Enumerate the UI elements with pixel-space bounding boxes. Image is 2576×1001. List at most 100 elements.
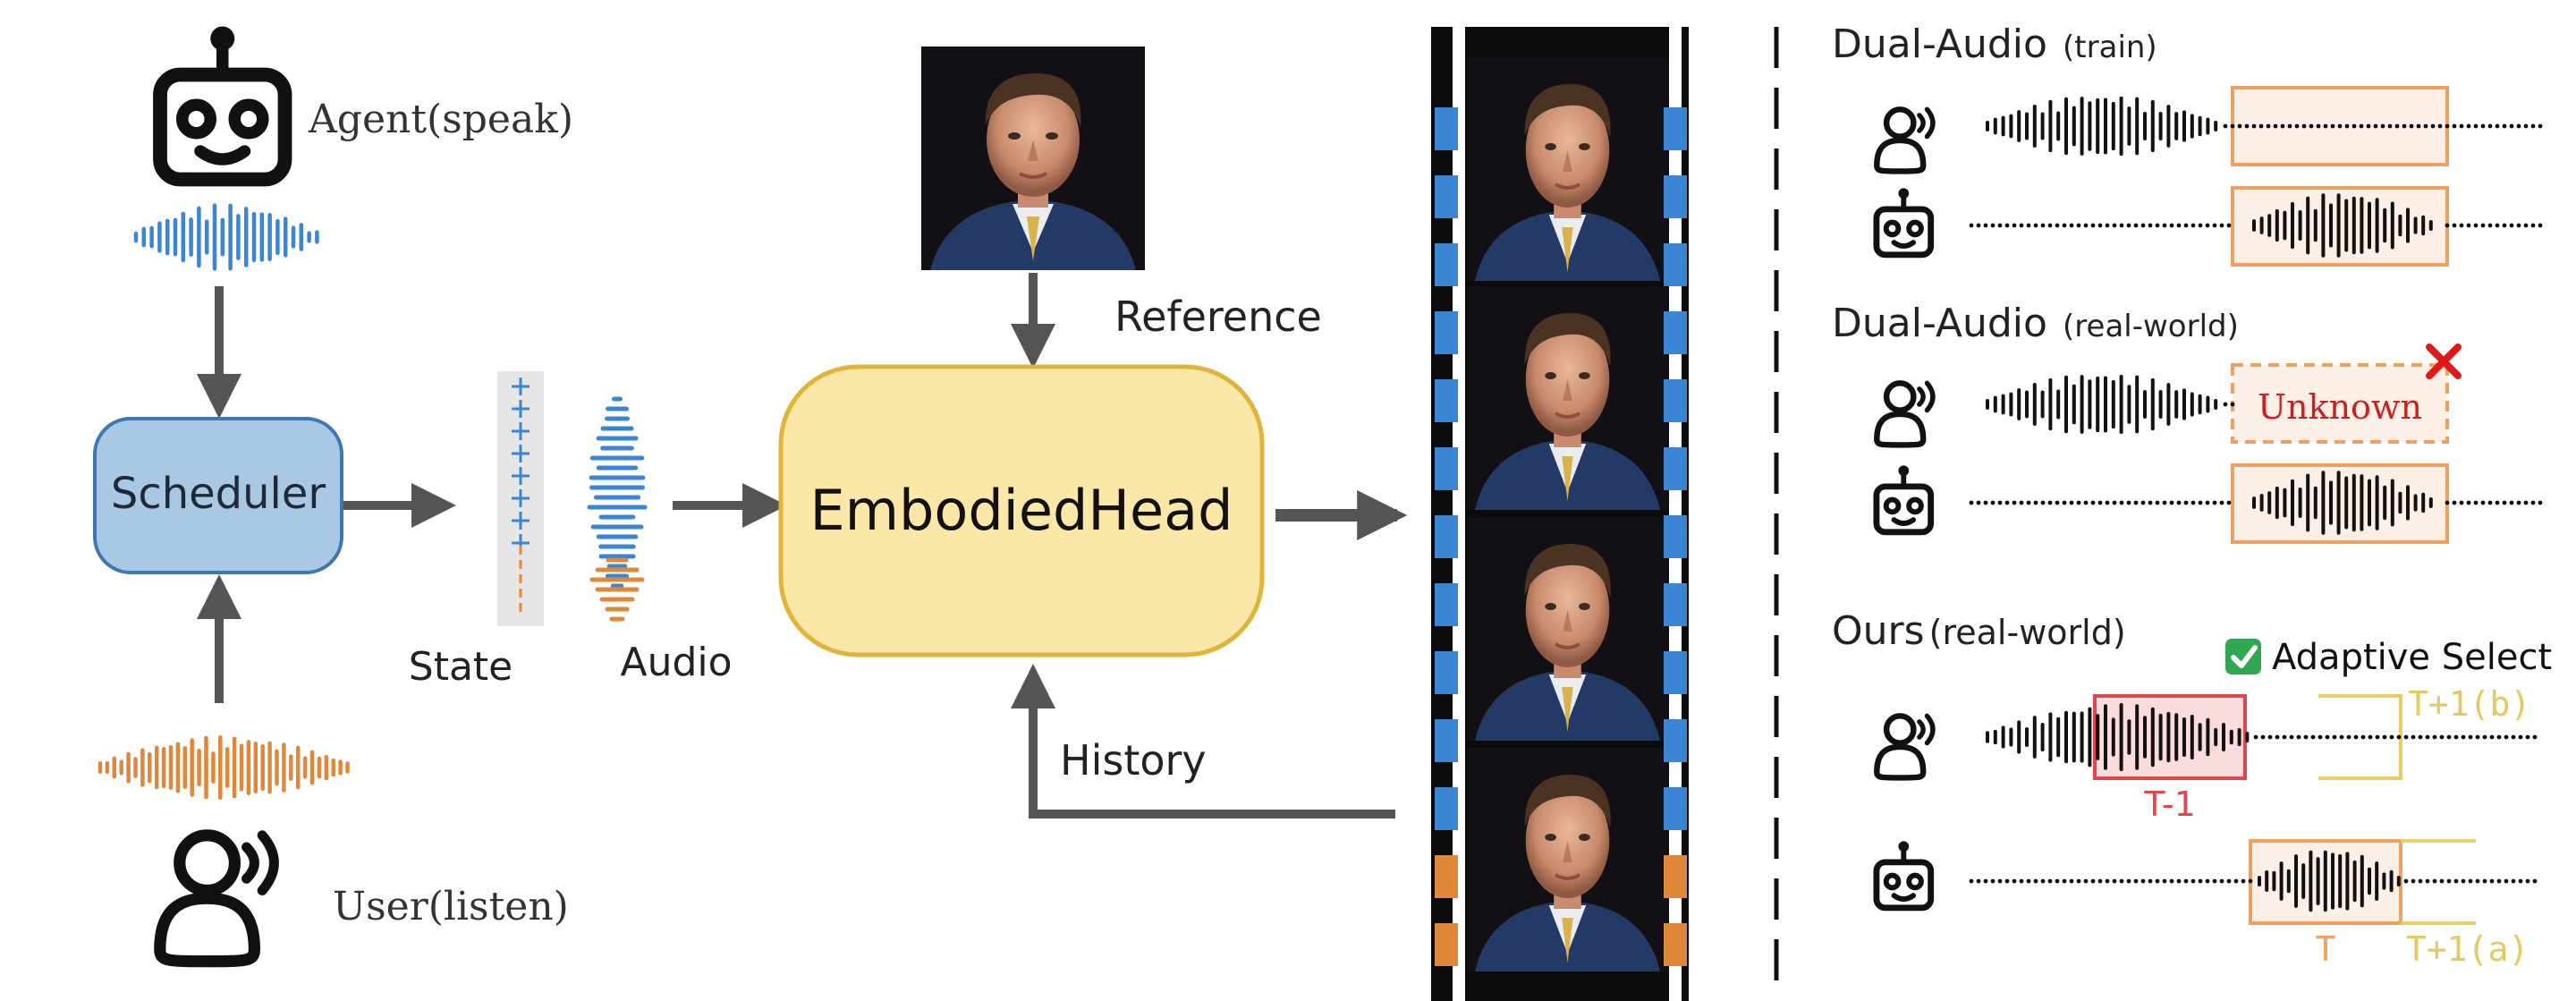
panel1-robot-dots [2227,224,2232,228]
sprocket-hole [1664,447,1687,490]
panel3-robot-dots [2469,879,2473,884]
panel1-user-dots [2238,124,2242,129]
panel2-title-sub: (real-world) [2063,309,2239,344]
panel3-user-dots [2476,735,2480,740]
panel3-user-dots [2254,735,2258,740]
panel1-robot-dots [1984,224,1988,228]
panel2-robot-dots [2070,501,2074,505]
panel3-user-dots [2383,735,2387,740]
panel2-robot-dots [1998,501,2003,505]
panel2-robot-dots [2538,501,2543,505]
panel3-robot-dots [2213,879,2217,884]
panel1-robot-dots [2445,224,2450,228]
panel1-user-dots [2417,124,2421,129]
panel2-unknown-label: Unknown [2258,387,2422,427]
panel3-robot-dots [2483,879,2487,884]
sprocket-hole [1435,583,1458,626]
panel3-robot-dots [2027,879,2031,884]
panel3-user-dots [2304,735,2309,740]
panel3-user-dots [2347,735,2351,740]
panel1-robot-dots [2481,224,2486,228]
film-frame-face [1467,517,1668,741]
sprocket-hole [1664,107,1687,150]
panel2-robot-dots [2531,501,2536,505]
film-frame-face [1467,57,1668,281]
panel3-robot-dots [2148,879,2153,884]
panel1-robot-dots [2156,224,2160,228]
panel1-robot-dots [2020,224,2024,228]
panel3-user-dots [2433,735,2437,740]
panel3-user-dots [2283,735,2287,740]
panel1-robot-dots [2034,224,2038,228]
panel3-robot-dots [2227,879,2232,884]
panel2-robot-dots [2199,501,2203,505]
panel3-robot-dots [2519,879,2523,884]
panel2-robot-dots [2170,501,2174,505]
panel1-robot-dots [2012,224,2017,228]
panel3-user-dots [2376,735,2380,740]
reference-face-image [921,47,1145,270]
panel3-user-dots [2483,735,2487,740]
panel3-user-dots [2419,735,2423,740]
panel3-robot-dots [2249,879,2253,884]
panel3-robot-dots [2098,879,2103,884]
panel1-robot-dots [2134,224,2139,228]
panel1-user-dots [2431,124,2436,129]
sprocket-hole [1435,719,1458,762]
panel2-robot-dots [2141,501,2146,505]
panel3-robot-dots [2411,879,2416,884]
panel3-robot-dots [2127,879,2131,884]
panel1-robot-dots [1977,224,1981,228]
panel3-user-dots [2290,735,2294,740]
panel2-robot-dots [2106,501,2110,505]
panel1-user-dots [2531,124,2536,129]
panel2-robot-dots [2027,501,2031,505]
panel1-robot-dots [2170,224,2174,228]
panel1-user-dots [2402,124,2407,129]
panel2-robot-dots [2488,501,2493,505]
panel3-user-dots [2318,735,2323,740]
panel3-user-dots [2268,735,2273,740]
panel3-robot-dots [2034,879,2038,884]
sprocket-hole [1435,787,1458,830]
panel3-robot-dots [2106,879,2110,884]
panel3-user-dots [2526,735,2530,740]
panel1-user-dots [2374,124,2378,129]
panel3-user-dots [2426,735,2430,740]
panel2-robot-dots [1991,501,1996,505]
panel1-robot-dots [2005,224,2010,228]
user-audio-waveform [100,737,348,797]
panel1-user-dots [2424,124,2428,129]
panel3-title-main: Ours [1832,608,1925,654]
panel3-robot-dots [2476,879,2480,884]
sprocket-hole [1435,311,1458,354]
panel2-robot-dots [2510,501,2514,505]
sprocket-hole [1664,651,1687,694]
panel3-robot-dots [2048,879,2053,884]
panel2-robot-dots [2048,501,2053,505]
panel2-robot-dots [2020,501,2024,505]
panel2-robot-dots [2467,501,2471,505]
panel1-robot-dots [2220,224,2224,228]
panel2-robot-dots [2098,501,2103,505]
panel2-robot-dots [2134,501,2139,505]
panel3-title-sub: (real-world) [1929,613,2126,652]
panel1-robot-dots [2517,224,2521,228]
panel1-user-dots [2281,124,2285,129]
panel1-robot-dots [1998,224,2003,228]
panel3-user-dots [2504,735,2509,740]
panel1-user-dots [2288,124,2292,129]
panel1-robot-dots [2213,224,2217,228]
panel3-user-dots [2469,735,2473,740]
panel1-user-dots [2295,124,2300,129]
panel1-user-dots [2381,124,2385,129]
panel1-robot-dots [2077,224,2081,228]
panel3-robot-dots [2419,879,2423,884]
panel1-robot-dots [2163,224,2167,228]
sprocket-hole [1435,447,1458,490]
panel3-user-dots [2490,735,2495,740]
panel1-user-dots [2503,124,2507,129]
panel1-robot-dots [2177,224,2182,228]
panel2-robot-dots [1977,501,1981,505]
panel2-robot-dots [2206,501,2210,505]
